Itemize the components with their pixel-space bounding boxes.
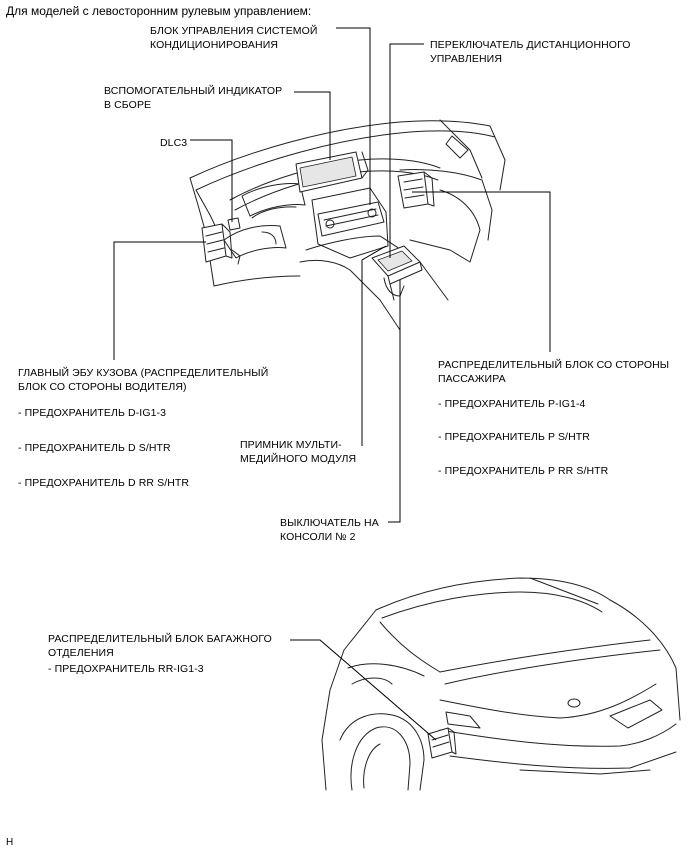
passenger-fuse-item: - ПРЕДОХРАНИТЕЛЬ P RR S/HTR [438, 465, 609, 477]
luggage-fuse-item: - ПРЕДОХРАНИТЕЛЬ RR-IG1-3 [48, 663, 204, 675]
footer-mark: H [6, 837, 14, 848]
label-aux-indicator: ВСПОМОГАТЕЛЬНЫЙ ИНДИКАТОР В СБОРЕ [104, 85, 283, 111]
label-multimedia-receiver: ПРИМНИК МУЛЬТИ- МЕДИЙНОГО МОДУЛЯ [240, 439, 357, 465]
label-console-switch: ВЫКЛЮЧАТЕЛЬ НА КОНСОЛИ № 2 [280, 517, 379, 543]
label-ac-control-unit: БЛОК УПРАВЛЕНИЯ СИСТЕМОЙ КОНДИЦИОНИРОВАН… [150, 25, 318, 51]
page-header: Для моделей с левосторонним рулевым упра… [6, 4, 312, 18]
label-luggage-junction-block: РАСПРЕДЕЛИТЕЛЬНЫЙ БЛОК БАГАЖНОГО ОТДЕЛЕН… [48, 633, 272, 659]
driver-fuse-item: - ПРЕДОХРАНИТЕЛЬ D-IG1-3 [18, 407, 167, 419]
passenger-fuse-item: - ПРЕДОХРАНИТЕЛЬ P-IG1-4 [438, 398, 586, 410]
label-remote-control-switch: ПЕРЕКЛЮЧАТЕЛЬ ДИСТАНЦИОННОГО УПРАВЛЕНИЯ [430, 39, 631, 65]
label-dlc3: DLC3 [160, 137, 188, 149]
dashboard-drawing [189, 119, 506, 331]
label-passenger-junction-block: РАСПРЕДЕЛИТЕЛЬНЫЙ БЛОК СО СТОРОНЫ ПАССАЖ… [438, 359, 670, 385]
label-main-body-ecu: ГЛАВНЫЙ ЭБУ КУЗОВА (РАСПРЕДЕЛИТЕЛЬНЫЙ БЛ… [18, 367, 269, 393]
driver-fuse-item: - ПРЕДОХРАНИТЕЛЬ D RR S/HTR [18, 477, 190, 489]
rear-car-drawing [321, 577, 681, 791]
leader-lines [113, 27, 551, 741]
driver-fuse-item: - ПРЕДОХРАНИТЕЛЬ D S/HTR [18, 442, 171, 454]
passenger-fuse-item: - ПРЕДОХРАНИТЕЛЬ P S/HTR [438, 431, 590, 443]
